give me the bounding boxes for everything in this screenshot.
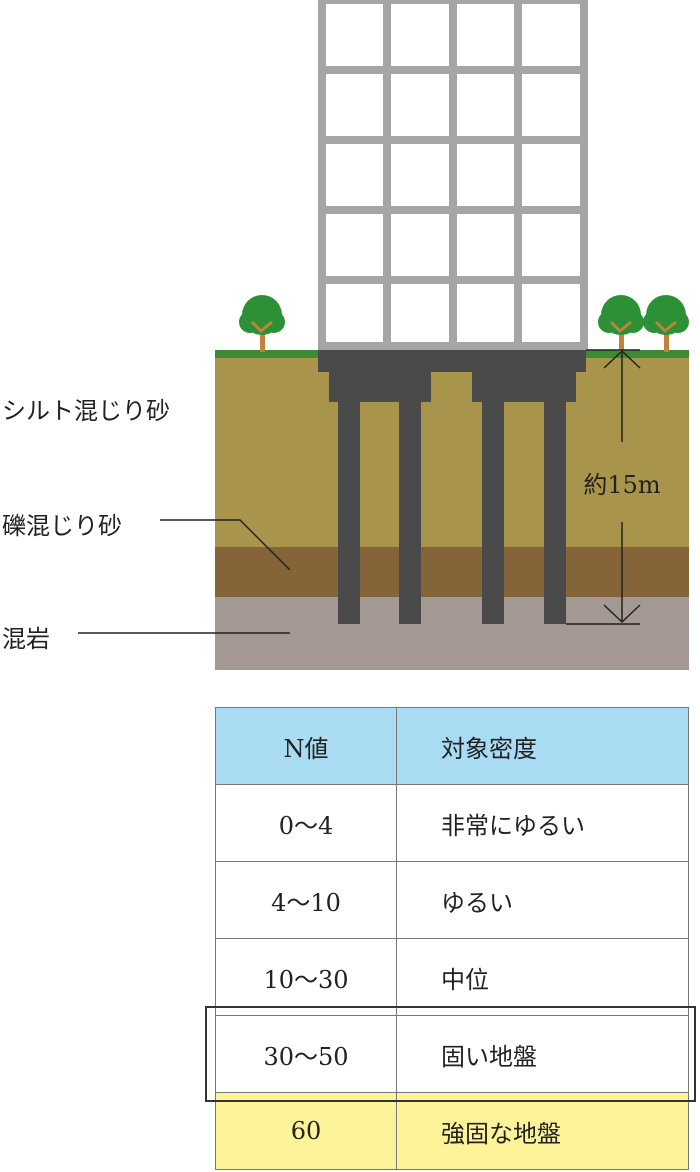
n-value-cell: 60 xyxy=(215,1092,397,1170)
silty-sand-layer xyxy=(215,357,689,547)
gravel-sand-layer xyxy=(215,547,689,597)
density-cell: 固い地盤 xyxy=(396,1015,689,1093)
layer-label-gravel-sand: 礫混じり砂 xyxy=(2,512,122,540)
layer-label-silty-sand: シルト混じり砂 xyxy=(2,397,170,425)
density-cell: 中位 xyxy=(396,938,689,1016)
header-density: 対象密度 xyxy=(396,707,689,785)
depth-indicator xyxy=(566,349,641,625)
foundation xyxy=(318,350,586,402)
table-row: 0〜4 非常にゆるい xyxy=(215,784,689,862)
piles xyxy=(338,400,566,624)
table-row: 4〜10 ゆるい xyxy=(215,861,689,939)
tree-icon xyxy=(239,295,285,352)
depth-label: 約15m xyxy=(583,471,661,499)
tree-icon xyxy=(643,295,689,352)
density-cell: ゆるい xyxy=(396,861,689,939)
tree-icon xyxy=(598,295,644,352)
n-value-cell: 30〜50 xyxy=(215,1015,397,1093)
density-cell: 強固な地盤 xyxy=(396,1092,689,1170)
foundation-diagram: 約15m xyxy=(78,0,689,670)
leader-lines xyxy=(78,519,291,634)
highlight-box xyxy=(205,1006,696,1102)
table-row-highlighted: 60 強固な地盤 xyxy=(215,1092,689,1170)
density-cell: 非常にゆるい xyxy=(396,784,689,862)
n-value-table: N値 対象密度 0〜4 非常にゆるい 4〜10 ゆるい 10〜30 中位 30〜… xyxy=(215,707,689,1170)
table-row: 10〜30 中位 xyxy=(215,938,689,1016)
layer-label-rock: 混岩 xyxy=(2,625,50,653)
n-value-cell: 10〜30 xyxy=(215,938,397,1016)
header-n-value: N値 xyxy=(215,707,397,785)
n-value-cell: 0〜4 xyxy=(215,784,397,862)
table-row: 30〜50 固い地盤 xyxy=(215,1015,689,1093)
rock-layer xyxy=(215,597,689,670)
building-frame xyxy=(318,0,588,350)
pile xyxy=(482,400,504,624)
pile xyxy=(338,400,360,624)
n-value-cell: 4〜10 xyxy=(215,861,397,939)
pile xyxy=(399,400,421,624)
table-header-row: N値 対象密度 xyxy=(215,707,689,785)
pile xyxy=(544,400,566,624)
